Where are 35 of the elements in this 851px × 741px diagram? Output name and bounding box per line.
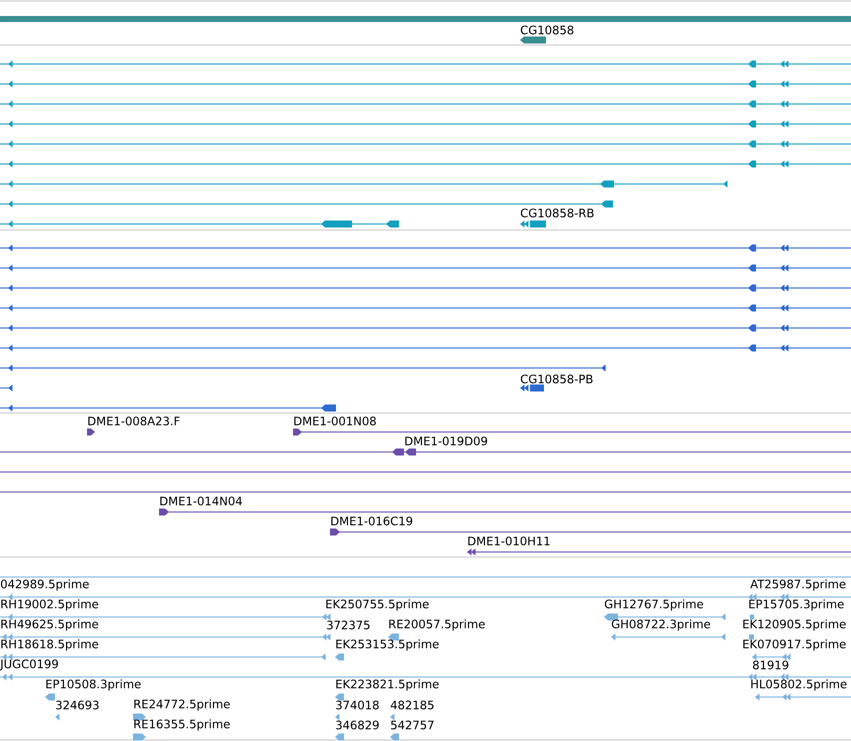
feature-label: AT25987.5prime — [750, 579, 846, 591]
feature-label: 542757 — [391, 720, 434, 730]
feature-label: 042989.5prime — [0, 579, 89, 591]
feature-label: RE16355.5prime — [134, 719, 230, 731]
feature-label: JUGC0199 — [0, 660, 58, 670]
feature-label: RH49625.5prime — [1, 619, 98, 631]
feature-label: 374018 — [336, 700, 379, 710]
feature-label: DME1-019D09 — [405, 436, 488, 446]
feature-label: 346829 — [336, 720, 379, 730]
feature-label: EK253153.5prime — [336, 639, 439, 651]
feature-label: DME1-010H11 — [468, 536, 550, 546]
feature-label: RE20057.5prime — [389, 619, 485, 631]
feature-label: CG10858-PB — [520, 374, 592, 384]
feature-label: DME1-008A23.F — [88, 416, 180, 426]
feature-label: DME1-014N04 — [160, 496, 242, 506]
feature-label: HL05802.5prime — [751, 679, 847, 691]
feature-label: GH08722.3prime — [612, 619, 710, 631]
feature-label: DME1-001N08 — [294, 416, 376, 426]
feature-label: EP15705.3prime — [749, 599, 844, 611]
feature-label: 81919 — [753, 660, 788, 670]
feature-label: GH12767.5prime — [604, 599, 704, 611]
feature-label: EK250755.5prime — [326, 599, 429, 611]
feature-label: CG10858 — [520, 26, 574, 34]
feature-label: RE24772.5prime — [134, 699, 230, 711]
feature-label: EK223821.5prime — [336, 679, 439, 691]
feature-label: EP10508.3prime — [46, 679, 141, 691]
feature-label: 324693 — [56, 700, 99, 710]
feature-label: DME1-016C19 — [331, 516, 412, 526]
feature-label: 372375 — [327, 620, 370, 630]
feature-label: RH19002.5prime — [1, 599, 98, 611]
feature-label: RH18618.5prime — [1, 639, 98, 651]
feature-label: 482185 — [390, 700, 434, 710]
feature-label: CG10858-RB — [520, 208, 594, 218]
feature-label: EK120905.5prime — [743, 619, 846, 631]
feature-label: EK070917.5prime — [743, 639, 846, 651]
